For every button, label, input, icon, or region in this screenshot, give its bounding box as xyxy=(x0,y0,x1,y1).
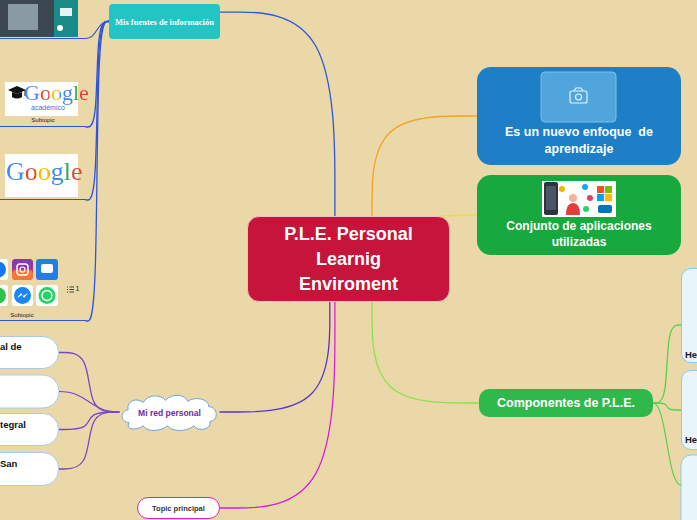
topic-text: tegral xyxy=(0,419,26,431)
branch-line xyxy=(86,21,109,39)
child-box xyxy=(0,375,59,408)
cloud-topic: Mi red personal xyxy=(119,393,220,431)
image-panel xyxy=(54,0,78,37)
topic-text: P.L.E. Personal Learnig Enviroment xyxy=(278,222,419,297)
child-box: San xyxy=(0,452,59,486)
topic-text: San xyxy=(0,458,17,470)
topic-text: Google xyxy=(24,81,89,105)
branch-connector xyxy=(653,403,681,410)
cloud-outline xyxy=(122,395,216,430)
topic-text: Es un nuevo enfoque de aprendizaje xyxy=(489,124,669,158)
topic-text: al de xyxy=(0,341,22,353)
branch-connector xyxy=(220,302,330,412)
topic-text: académico xyxy=(31,104,65,112)
branch-connector xyxy=(372,302,479,403)
topic-text: Conjunto de aplicaciones utilizadas xyxy=(489,218,669,250)
image-subtopic: Google xyxy=(0,150,86,200)
topic-text: He xyxy=(685,434,697,445)
topic-text: Mis fuentes de información xyxy=(115,17,214,27)
branch-connector xyxy=(86,22,109,128)
central-topic: P.L.E. Personal Learnig Enviroment xyxy=(247,216,450,302)
child-box: al de xyxy=(0,336,59,369)
image-photo xyxy=(0,0,78,37)
topic-text: Mi red personal xyxy=(138,408,201,418)
thumbnail-image xyxy=(0,0,78,37)
image-panel-detail xyxy=(60,8,72,16)
branch-connector xyxy=(653,325,681,403)
mortarboard-icon xyxy=(8,86,26,99)
branch-line xyxy=(653,403,681,485)
component-box xyxy=(681,455,697,520)
main-topic: Conjunto de aplicaciones utilizadas xyxy=(477,175,681,255)
topic-text: Subtopic xyxy=(0,116,86,124)
image-placeholder xyxy=(541,72,616,122)
branch-connector xyxy=(220,12,335,216)
branch-connector xyxy=(372,116,477,216)
component-box: He xyxy=(681,370,697,450)
topic-text: Google xyxy=(6,157,83,187)
branch-connector xyxy=(440,215,477,216)
main-topic: Componentes de P.L.E. xyxy=(479,389,653,417)
topic-text: Topic principal xyxy=(152,504,205,513)
branch-line xyxy=(59,392,119,413)
child-box: tegral xyxy=(0,413,59,446)
branch-connector xyxy=(86,22,109,322)
count-badge: 1 xyxy=(76,285,80,293)
social-icons xyxy=(0,259,58,306)
floating-topic: Topic principal xyxy=(137,497,220,519)
branch-connector xyxy=(220,302,335,508)
image-subtopic: GoogleacadémicoSubtopic xyxy=(0,78,86,127)
topic-text: Componentes de P.L.E. xyxy=(497,396,635,410)
image-panel-dot xyxy=(57,25,63,31)
list-icon xyxy=(67,287,74,292)
branch-connector xyxy=(86,22,109,201)
branch-connector xyxy=(59,412,119,469)
component-box: He xyxy=(681,268,697,363)
cloud-shape xyxy=(119,393,220,431)
main-topic: Es un nuevo enfoque de aprendizaje xyxy=(477,67,681,165)
logo-background xyxy=(5,154,78,197)
main-topic: Mis fuentes de información xyxy=(109,4,220,39)
branch-connector xyxy=(59,412,119,430)
image-photo-detail xyxy=(8,4,38,30)
topic-text: He xyxy=(685,349,697,360)
subtopic-underline xyxy=(0,38,86,39)
branch-connector xyxy=(59,353,119,413)
image-subtopic: Subtopic xyxy=(0,255,86,321)
topic-text: Subtopic xyxy=(0,311,44,319)
apps-illustration xyxy=(542,181,616,217)
logo-background xyxy=(5,82,78,116)
